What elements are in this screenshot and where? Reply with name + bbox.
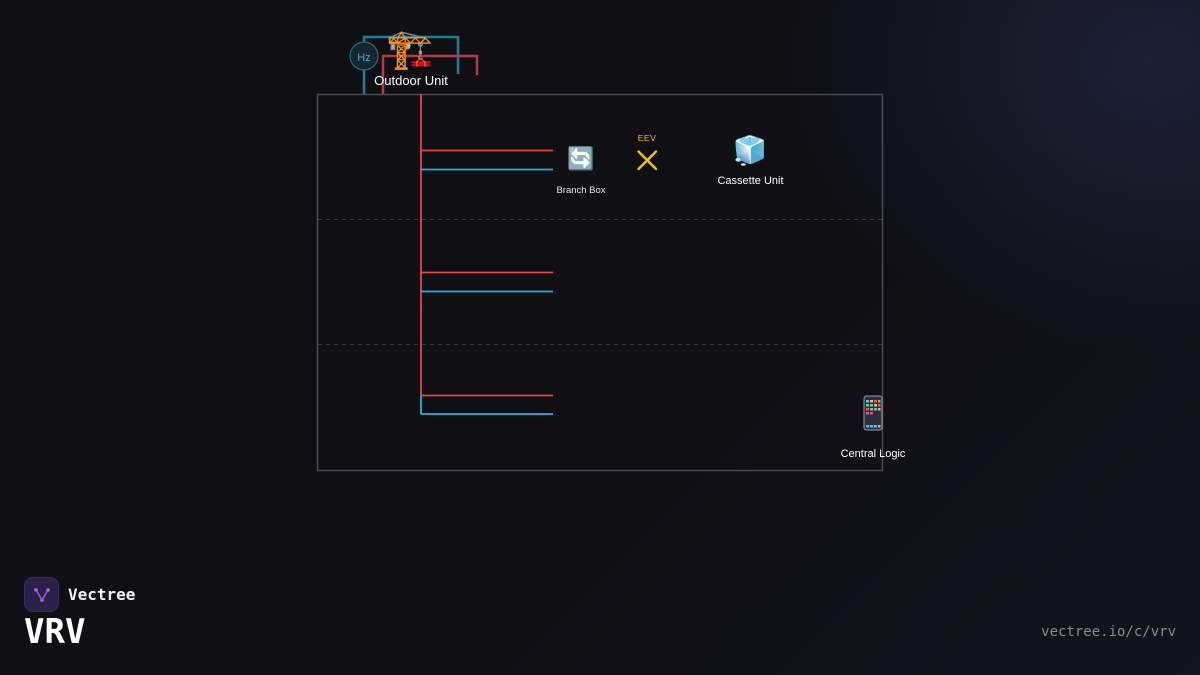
brand: Vectree <box>24 577 135 612</box>
page-title: VRV <box>24 612 86 652</box>
branch-box-label: Branch Box <box>556 185 605 196</box>
outdoor-unit-label: Outdoor Unit <box>374 73 448 88</box>
inverter-badge: Hz <box>349 41 379 71</box>
outdoor-liquid-pipe <box>381 54 479 94</box>
brand-name: Vectree <box>68 585 136 604</box>
central-logic-label: Central Logic <box>841 448 906 460</box>
building-frame <box>316 93 884 472</box>
inverter-badge-label: Hz <box>357 52 370 64</box>
construction-crane-icon: 🏗️ <box>386 29 433 71</box>
arrows-cycle-icon: 🔄 <box>567 146 594 171</box>
eev-label: EEV <box>638 133 657 143</box>
vectree-logo-icon <box>24 577 59 612</box>
ice-cube-icon: 🧊 <box>733 134 768 167</box>
cassette-unit-label: Cassette Unit <box>717 175 783 187</box>
valve-x-icon <box>637 150 658 171</box>
source-url[interactable]: vectree.io/c/vrv <box>1041 624 1176 640</box>
controller-panel-icon <box>863 395 883 431</box>
